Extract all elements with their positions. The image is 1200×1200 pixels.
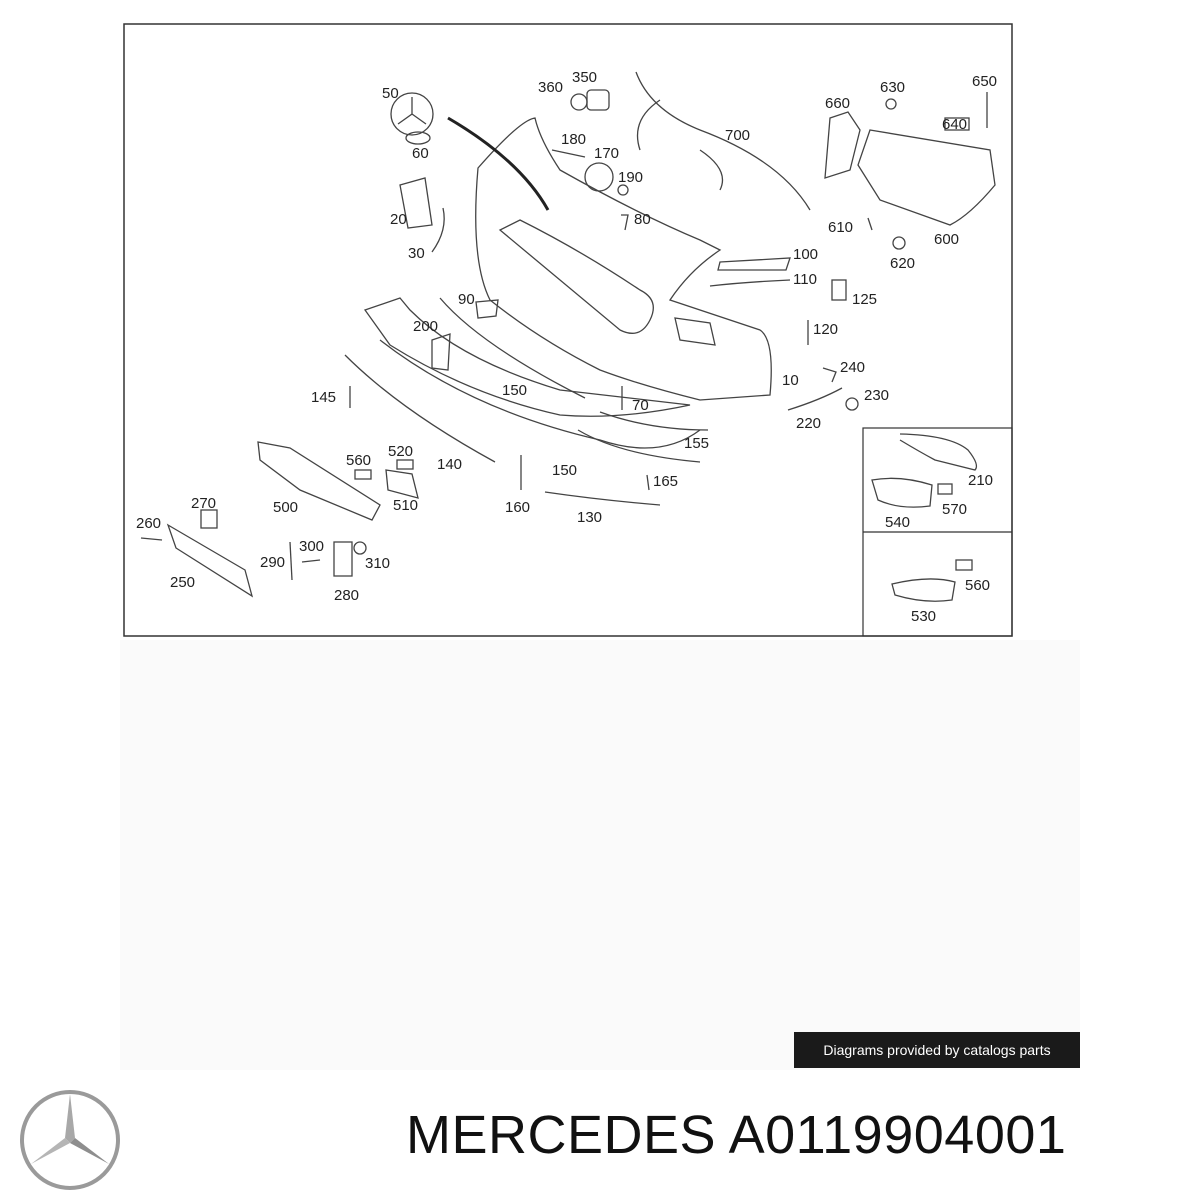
parts-diagram: 50 60 360 350 180 170 190 80 700 660 630… <box>123 23 1013 637</box>
callout-80: 80 <box>634 211 651 228</box>
callout-310: 310 <box>365 555 390 572</box>
callout-560: 560 <box>346 452 371 469</box>
callout-270: 270 <box>191 495 216 512</box>
callout-500: 500 <box>273 499 298 516</box>
callout-120: 120 <box>813 321 838 338</box>
mercedes-star-icon <box>20 1090 120 1190</box>
callout-130: 130 <box>577 509 602 526</box>
callout-360: 360 <box>538 79 563 96</box>
callout-150-upper: 150 <box>502 382 527 399</box>
credit-banner: Diagrams provided by catalogs parts <box>794 1032 1080 1068</box>
callout-180: 180 <box>561 131 586 148</box>
brand-title: MERCEDES A0119904001 <box>406 1108 1066 1162</box>
callout-530: 530 <box>911 608 936 625</box>
background-panel <box>120 640 1080 1070</box>
callout-240: 240 <box>840 359 865 376</box>
star-emblem <box>390 92 434 136</box>
callout-190: 190 <box>618 169 643 186</box>
callout-155: 155 <box>684 435 709 452</box>
callout-labels: 50 60 360 350 180 170 190 80 700 660 630… <box>136 69 997 625</box>
callout-165: 165 <box>653 473 678 490</box>
bumper-shell <box>475 117 772 401</box>
callout-560-inset: 560 <box>965 577 990 594</box>
callout-90: 90 <box>458 291 475 308</box>
callout-110: 110 <box>793 271 817 288</box>
callout-145: 145 <box>311 389 336 406</box>
diagram-frame <box>123 23 1013 637</box>
callout-260: 260 <box>136 515 161 532</box>
callout-30: 30 <box>408 245 425 262</box>
callout-150-lower: 150 <box>552 462 577 479</box>
callout-630: 630 <box>880 79 905 96</box>
callout-540: 540 <box>885 514 910 531</box>
callout-700: 700 <box>725 127 750 144</box>
callout-570: 570 <box>942 501 967 518</box>
callout-620: 620 <box>890 255 915 272</box>
callout-290: 290 <box>260 554 285 571</box>
callout-60: 60 <box>412 145 429 162</box>
callout-160: 160 <box>505 499 530 516</box>
callout-510: 510 <box>393 497 418 514</box>
callout-600: 600 <box>934 231 959 248</box>
callout-20: 20 <box>390 211 407 228</box>
part-number: A0119904001 <box>728 1105 1067 1165</box>
callout-300: 300 <box>299 538 324 555</box>
callout-640: 640 <box>942 116 967 133</box>
brand-name: MERCEDES <box>406 1105 717 1165</box>
callout-50: 50 <box>382 85 399 102</box>
callout-10: 10 <box>782 372 799 389</box>
callout-650: 650 <box>972 73 997 90</box>
callout-280: 280 <box>334 587 359 604</box>
callout-70: 70 <box>632 397 649 414</box>
callout-350: 350 <box>572 69 597 86</box>
lower-grille <box>257 441 381 521</box>
callout-140: 140 <box>437 456 462 473</box>
callout-220: 220 <box>796 415 821 432</box>
part-drawings <box>140 71 996 602</box>
callout-610: 610 <box>828 219 853 236</box>
callout-230: 230 <box>864 387 889 404</box>
callout-100: 100 <box>793 246 818 263</box>
callout-170: 170 <box>594 145 619 162</box>
callout-250: 250 <box>170 574 195 591</box>
callout-660: 660 <box>825 95 850 112</box>
callout-210: 210 <box>968 472 993 489</box>
callout-125: 125 <box>852 291 877 308</box>
callout-520: 520 <box>388 443 413 460</box>
callout-200: 200 <box>413 318 438 335</box>
